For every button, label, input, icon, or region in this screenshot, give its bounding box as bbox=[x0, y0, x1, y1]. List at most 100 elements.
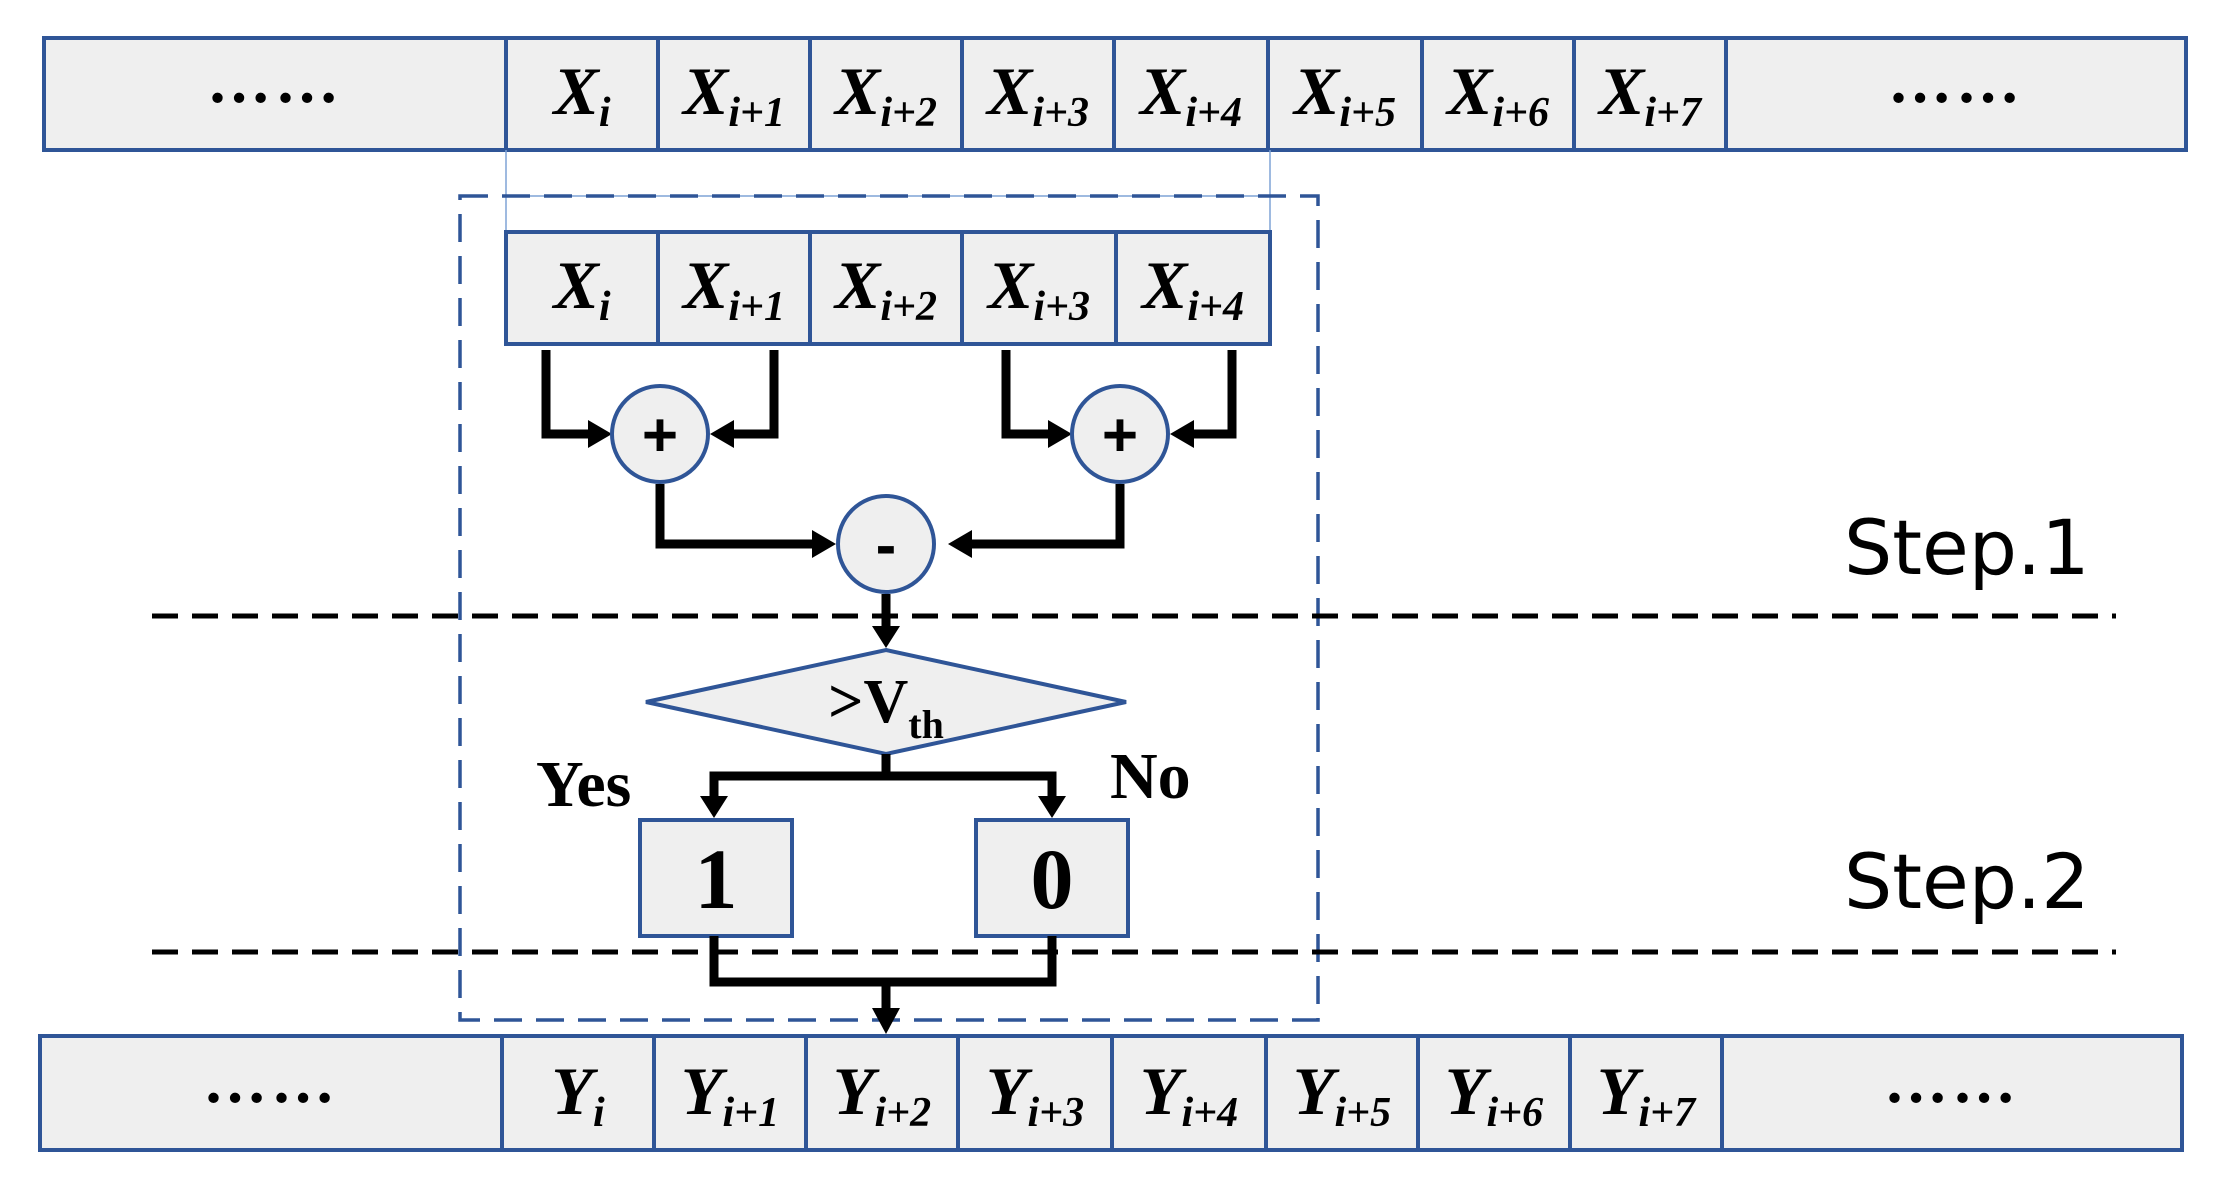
output-cell-0: Yi bbox=[500, 1034, 656, 1152]
cell-sub: i+4 bbox=[1185, 90, 1242, 136]
arrowhead bbox=[948, 530, 972, 558]
window-cell-4: Xi+4 bbox=[1114, 230, 1272, 346]
input-cell-3: Xi+3 bbox=[960, 36, 1116, 152]
svg-text:Xi+1: Xi+1 bbox=[681, 53, 785, 136]
cell-var: X bbox=[1597, 53, 1646, 129]
output-row: …… Yi Yi+1 Yi+2 Yi+3 Yi+4 Yi+5 Yi+6 bbox=[38, 1034, 2184, 1152]
svg-text:Yi+7: Yi+7 bbox=[1597, 1053, 1697, 1136]
output-cell-6: Yi+6 bbox=[1416, 1034, 1572, 1152]
cell-var: X bbox=[986, 247, 1035, 323]
flow-merge bbox=[709, 936, 1057, 987]
svg-text:Xi+3: Xi+3 bbox=[985, 53, 1089, 136]
svg-text:Xi+5: Xi+5 bbox=[1292, 53, 1396, 136]
minus-symbol: - bbox=[876, 511, 897, 580]
flow-yes-branch bbox=[709, 754, 891, 800]
input-ellipsis-left: …… bbox=[207, 45, 343, 116]
no-output-value: 0 bbox=[1031, 831, 1074, 927]
output-cell-4: Yi+4 bbox=[1110, 1034, 1268, 1152]
svg-text:Yi+6: Yi+6 bbox=[1445, 1053, 1543, 1136]
arrowhead bbox=[872, 626, 900, 648]
cell-sub: i+1 bbox=[728, 90, 785, 136]
cell-sub: i+5 bbox=[1334, 1090, 1391, 1136]
arrowhead bbox=[710, 420, 734, 448]
flow-add-right-to-sub bbox=[962, 484, 1125, 549]
arrowhead bbox=[1048, 420, 1072, 448]
cell-var: X bbox=[551, 53, 600, 129]
cell-sub: i+6 bbox=[1492, 90, 1549, 136]
cell-sub: i+5 bbox=[1339, 90, 1396, 136]
step1-label: Step.1 bbox=[1844, 503, 2090, 592]
output-cell-1: Yi+1 bbox=[652, 1034, 808, 1152]
cell-var: X bbox=[681, 53, 730, 129]
cell-var: Y bbox=[1445, 1053, 1492, 1129]
cell-sub: i bbox=[593, 1090, 605, 1136]
input-cell-6: Xi+6 bbox=[1420, 36, 1576, 152]
arrowhead bbox=[1038, 796, 1066, 818]
input-cell-5: Xi+5 bbox=[1266, 36, 1424, 152]
flow-add-left-to-sub bbox=[655, 484, 822, 549]
flow-xi1-to-add-left bbox=[724, 350, 779, 439]
input-ellipsis-right-cell bbox=[1724, 36, 2188, 152]
input-cell-7: Xi+7 bbox=[1572, 36, 1728, 152]
cell-sub: i+4 bbox=[1181, 1090, 1238, 1136]
svg-text:Xi+7: Xi+7 bbox=[1597, 53, 1703, 136]
cell-sub: i+3 bbox=[1027, 1090, 1084, 1136]
cell-var: Y bbox=[551, 1053, 598, 1129]
output-ellipsis-right-cell bbox=[1720, 1034, 2184, 1152]
cell-sub: i+7 bbox=[1638, 1090, 1697, 1136]
arrowhead bbox=[588, 420, 612, 448]
cell-var: Y bbox=[1293, 1053, 1340, 1129]
step2-label: Step.2 bbox=[1844, 837, 2090, 926]
svg-text:Yi+2: Yi+2 bbox=[833, 1053, 931, 1136]
svg-text:Xi: Xi bbox=[551, 247, 610, 330]
cell-sub: i+7 bbox=[1644, 90, 1703, 136]
cell-var: Y bbox=[833, 1053, 880, 1129]
cell-sub: i+1 bbox=[728, 284, 785, 330]
cell-var: X bbox=[985, 53, 1034, 129]
yes-label: Yes bbox=[536, 748, 631, 821]
cell-var: X bbox=[1292, 53, 1341, 129]
flow-xi-to-add-left bbox=[541, 350, 598, 439]
svg-text:Xi+2: Xi+2 bbox=[833, 53, 937, 136]
output-cell-5: Yi+5 bbox=[1264, 1034, 1420, 1152]
output-ellipsis-left-cell bbox=[38, 1034, 504, 1152]
svg-text:Yi+5: Yi+5 bbox=[1293, 1053, 1391, 1136]
cell-var: Y bbox=[1597, 1053, 1644, 1129]
cell-var: X bbox=[681, 247, 730, 323]
cell-sub: i bbox=[599, 90, 611, 136]
arrowhead bbox=[1170, 420, 1194, 448]
add-right-node: + bbox=[1070, 384, 1170, 484]
flow-xi4-to-add-right bbox=[1184, 350, 1237, 439]
svg-text:Yi+3: Yi+3 bbox=[986, 1053, 1084, 1136]
window-cell-2: Xi+2 bbox=[808, 230, 964, 346]
output-cell-3: Yi+3 bbox=[956, 1034, 1114, 1152]
arrowhead bbox=[812, 530, 836, 558]
svg-text:Xi+2: Xi+2 bbox=[833, 247, 937, 330]
cell-var: X bbox=[1445, 53, 1494, 129]
svg-text:>Vth: >Vth bbox=[828, 668, 944, 747]
output-cell-2: Yi+2 bbox=[804, 1034, 960, 1152]
window-cell-1: Xi+1 bbox=[656, 230, 812, 346]
svg-text:Xi+1: Xi+1 bbox=[681, 247, 785, 330]
cell-var: X bbox=[551, 247, 600, 323]
svg-text:Xi+6: Xi+6 bbox=[1445, 53, 1549, 136]
cell-var: X bbox=[833, 247, 882, 323]
cell-var: X bbox=[1138, 53, 1187, 129]
arrowhead bbox=[700, 796, 728, 818]
svg-text:Yi+4: Yi+4 bbox=[1140, 1053, 1238, 1136]
svg-text:Yi+1: Yi+1 bbox=[681, 1053, 779, 1136]
cell-sub: i+3 bbox=[1032, 90, 1089, 136]
cell-sub: i+1 bbox=[722, 1090, 779, 1136]
no-label: No bbox=[1110, 740, 1191, 813]
comparator-sub: th bbox=[908, 702, 944, 747]
add-left-node: + bbox=[610, 384, 710, 484]
cell-var: Y bbox=[681, 1053, 728, 1129]
cell-var: X bbox=[833, 53, 882, 129]
cell-sub: i+2 bbox=[874, 1090, 931, 1136]
output-ellipsis-right: …… bbox=[1884, 1045, 2020, 1116]
flow-no-branch bbox=[886, 771, 1057, 800]
threshold-comparator: >Vth bbox=[645, 647, 1127, 757]
cell-sub: i+2 bbox=[880, 90, 937, 136]
flow-xi3-to-add-right bbox=[1001, 350, 1058, 439]
